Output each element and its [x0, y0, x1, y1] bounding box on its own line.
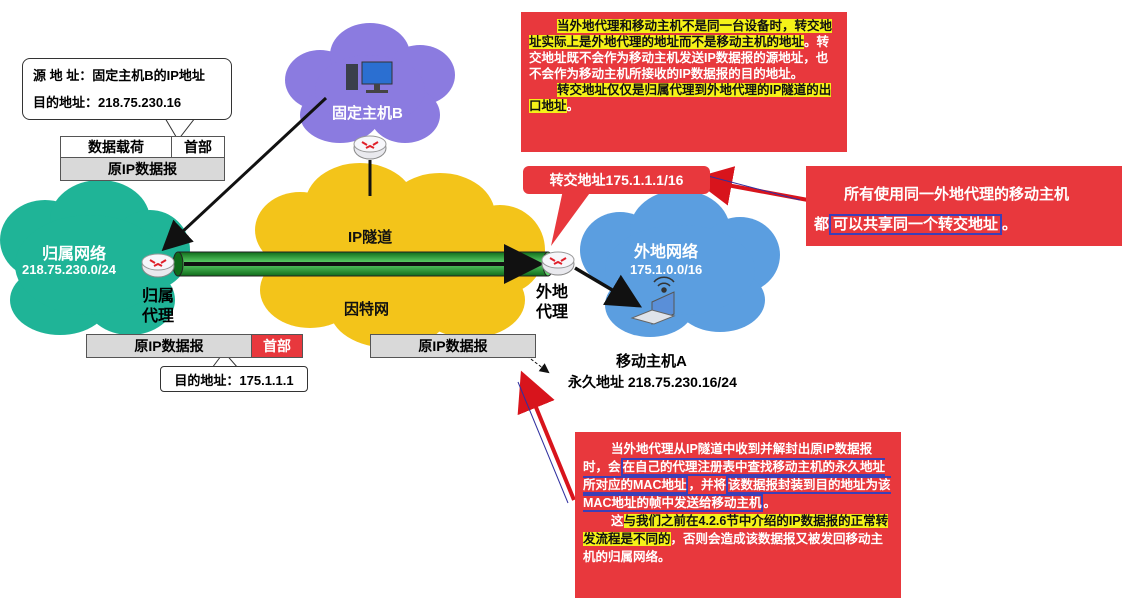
- red-arrow-right-note: [692, 166, 809, 206]
- care-of-pointer: [551, 190, 592, 246]
- router-icon: [541, 251, 575, 276]
- note-bottom-p1c: ，并将: [688, 478, 726, 492]
- wifi-icon: [653, 276, 675, 293]
- red-arrow-bottom-shadow: [517, 381, 569, 504]
- note-bottom-p1a: 当外地代理从IP隧道中收到并解封出原IP数据报时，会: [583, 442, 873, 474]
- note-care-of-explanation: 当外地代理和移动主机不是同一台设备时，转交地址实际上是外地代理的地址而不是移动主…: [521, 12, 847, 152]
- home-network-cloud: [0, 180, 190, 335]
- note-right-line2b: 可以共享同一个转交地址: [829, 214, 1003, 235]
- mobile-host-permanent-address: 永久地址 218.75.230.16/24: [568, 374, 737, 390]
- note-right-line1: 所有使用同一外地代理的移动主机: [814, 180, 1116, 210]
- laptop-icon: [630, 291, 676, 325]
- note-decapsulation: 当外地代理从IP隧道中收到并解封出原IP数据报时，会在自己的代理注册表中查找移动…: [575, 432, 901, 598]
- note-right-line2a: 都: [814, 216, 830, 233]
- foreign-agent-text: 外地代理: [536, 284, 569, 321]
- router-icon: [353, 135, 387, 160]
- b-to-home-agent-arrow: [161, 96, 328, 252]
- bottom-original-datagram: 原IP数据报: [86, 334, 252, 358]
- foreign-network-cloud: [580, 190, 780, 337]
- desktop-computer-icon: [346, 61, 393, 93]
- mobile-host-name: 移动主机A: [616, 353, 687, 370]
- home-network-prefix: 218.75.230.0/24: [22, 262, 116, 277]
- internet-label: 因特网: [344, 301, 390, 318]
- home-agent-text: 归属代理: [142, 288, 175, 325]
- header-cell: 首部: [171, 136, 225, 158]
- red-arrow-bottom-note: [517, 370, 576, 501]
- dest-callout: 目的地址：175.1.1.1: [160, 366, 308, 392]
- home-network-name: 归属网络: [42, 246, 107, 263]
- source-address-line: 源 地 址：固定主机B的IP地址: [33, 68, 205, 83]
- note-bottom-p2a: 这: [611, 514, 624, 528]
- note-right-line2c: 。: [1002, 216, 1018, 233]
- note-shared-care-of: 所有使用同一外地代理的移动主机 都可以共享同一个转交地址。: [806, 166, 1122, 246]
- fixed-host-label: 固定主机B: [332, 105, 403, 122]
- dest-callout-text: 目的地址：175.1.1.1: [174, 372, 294, 388]
- foreign-agent-label: 外地代理: [536, 283, 576, 323]
- foreign-network-name: 外地网络: [634, 244, 699, 261]
- note-top-p1a: 当外地代理和移动主机不是同一台设备时，: [557, 19, 795, 33]
- foreign-network-prefix: 175.1.0.0/16: [630, 262, 703, 277]
- note-right-line2: 都可以共享同一个转交地址。: [814, 210, 1116, 240]
- original-datagram-bar: 原IP数据报: [60, 157, 225, 181]
- home-agent-label: 归属代理: [142, 287, 182, 327]
- note-top-p1c: 。转交地址既不会作为移动主机发送IP数据报的源地址，也不会作为移动主机所接收的I…: [529, 35, 830, 81]
- foreign-agent-to-mobile-arrow: [574, 266, 643, 308]
- bottom-header-cell: 首部: [251, 334, 303, 358]
- dest-address-line: 目的地址：218.75.230.16: [33, 95, 182, 110]
- payload-cell: 数据载荷: [60, 136, 172, 158]
- source-callout: 源 地 址：固定主机B的IP地址 目的地址：218.75.230.16: [22, 58, 232, 120]
- red-arrow-shadow: [707, 175, 801, 201]
- forwarded-datagram: 原IP数据报: [370, 334, 536, 358]
- note-bottom-p1e: 。: [763, 496, 776, 510]
- note-right-line1-text: 所有使用同一外地代理的移动主机: [844, 186, 1070, 203]
- note-top-p2end: 。: [566, 99, 580, 113]
- router-icon: [141, 253, 175, 278]
- note-bottom-p2c: ，否则会造成该数据报又被发回移动主机的归属网络。: [583, 532, 884, 564]
- note-bottom-p1d: 该数据报封装到目的地址为该MAC地址的帧中发送给移动主机: [583, 476, 891, 512]
- care-of-address-bubble: 转交地址175.1.1.1/16: [523, 166, 710, 194]
- ip-tunnel-label: IP隧道: [348, 229, 393, 246]
